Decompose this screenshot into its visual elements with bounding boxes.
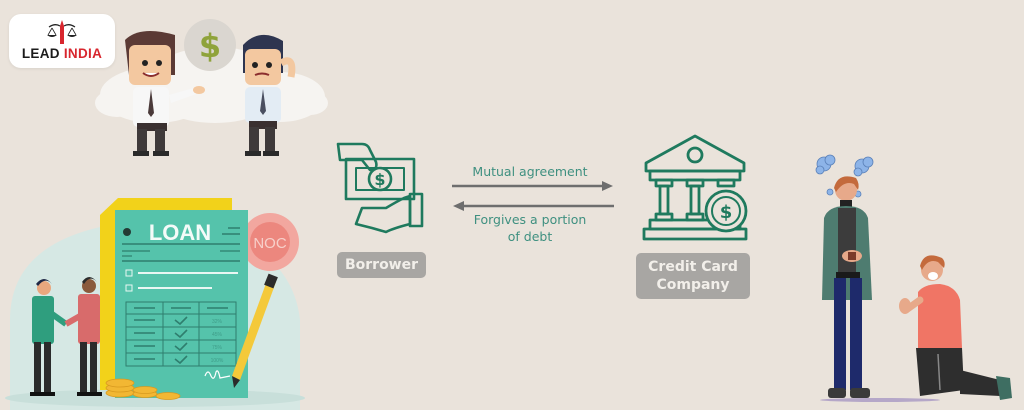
arrow-right-icon (452, 181, 613, 191)
scales-of-justice-icon (47, 20, 77, 44)
svg-text:75%: 75% (212, 345, 223, 351)
svg-text:NOC: NOC (253, 235, 287, 252)
mutual-agreement-label: Mutual agreement (472, 164, 588, 179)
svg-text:45%: 45% (212, 332, 223, 338)
lead-india-logo: LEAD INDIA (9, 14, 115, 68)
businessmen-discussion-illustration: $ (95, 19, 328, 156)
svg-text:32%: 32% (212, 319, 223, 325)
bidirectional-arrows (452, 181, 614, 211)
svg-text:100%: 100% (211, 358, 224, 364)
svg-text:LOAN: LOAN (149, 220, 211, 245)
credit-card-company-label: Credit Card Company (636, 253, 750, 299)
forgives-portion-label: Forgives a portion of debt (473, 212, 587, 244)
bank-dollar-icon: $ (642, 134, 748, 241)
loan-agreement-illustration: NOC LOAN 32% 45% 75% 100% (5, 198, 305, 410)
borrower-label: Borrower (337, 252, 426, 278)
svg-text:$: $ (720, 202, 733, 223)
svg-text:$: $ (199, 27, 221, 65)
svg-text:$: $ (374, 170, 385, 189)
arrow-left-icon (453, 201, 614, 211)
money-hand-icon: $ (336, 142, 424, 234)
debtor-pleading-illustration (815, 154, 1012, 402)
logo-wordmark: LEAD INDIA (21, 46, 103, 61)
